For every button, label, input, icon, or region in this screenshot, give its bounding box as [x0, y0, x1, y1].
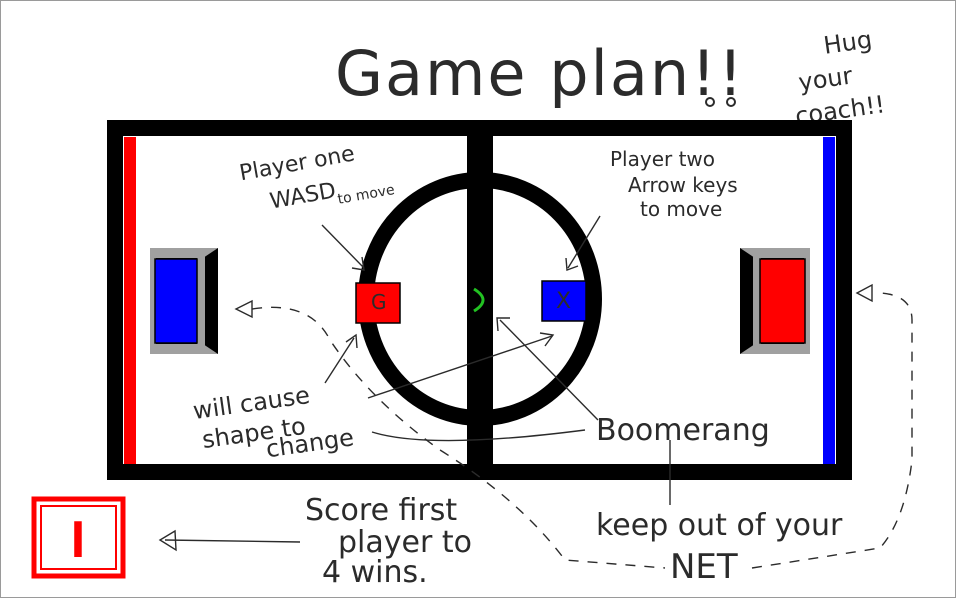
game-plan-title: Game plan!!: [335, 37, 745, 110]
boomerang-label: Boomerang: [596, 413, 770, 448]
score-display: I: [31, 496, 126, 579]
player-two-glyph: X: [556, 289, 571, 314]
annotation-arrows: [158, 215, 671, 552]
score-note-line-1: Score first: [305, 493, 457, 528]
net-note: keep out of your NET: [596, 508, 843, 587]
left-wall-red: [124, 137, 136, 464]
player-two-blue[interactable]: X: [541, 280, 587, 322]
player-two-line-3: to move: [640, 197, 722, 221]
net-note-line-1: keep out of your: [596, 508, 843, 543]
coach-note-line-2: your: [797, 61, 854, 96]
player-two-line-2: Arrow keys: [628, 173, 738, 197]
boomerang-icon[interactable]: [473, 287, 485, 313]
player-two-label: Player two Arrow keys to move: [610, 147, 738, 221]
coach-note-line-1: Hug: [822, 25, 874, 59]
score-value: I: [71, 511, 85, 569]
dashed-paths: [251, 292, 913, 569]
player-one-glyph: G: [371, 290, 387, 314]
playing-field: [107, 120, 852, 480]
title-exclaim-dots: [705, 97, 736, 107]
score-note: Score first player to 4 wins.: [305, 493, 472, 590]
right-goal-red[interactable]: [740, 248, 810, 354]
player-two-line-1: Player two: [610, 147, 715, 171]
hug-your-coach-note: Hug your coach!!: [793, 25, 886, 130]
center-line: [467, 128, 493, 472]
net-note-line-2: NET: [670, 547, 738, 587]
player-one-red[interactable]: G: [355, 282, 401, 324]
right-wall-blue: [823, 137, 835, 464]
left-goal-blue[interactable]: [150, 248, 218, 354]
left-net: [154, 258, 198, 344]
right-net: [759, 258, 806, 344]
dashed-arrowheads: [234, 283, 873, 319]
score-note-line-2: player to: [338, 525, 472, 560]
score-note-line-3: 4 wins.: [322, 555, 428, 590]
